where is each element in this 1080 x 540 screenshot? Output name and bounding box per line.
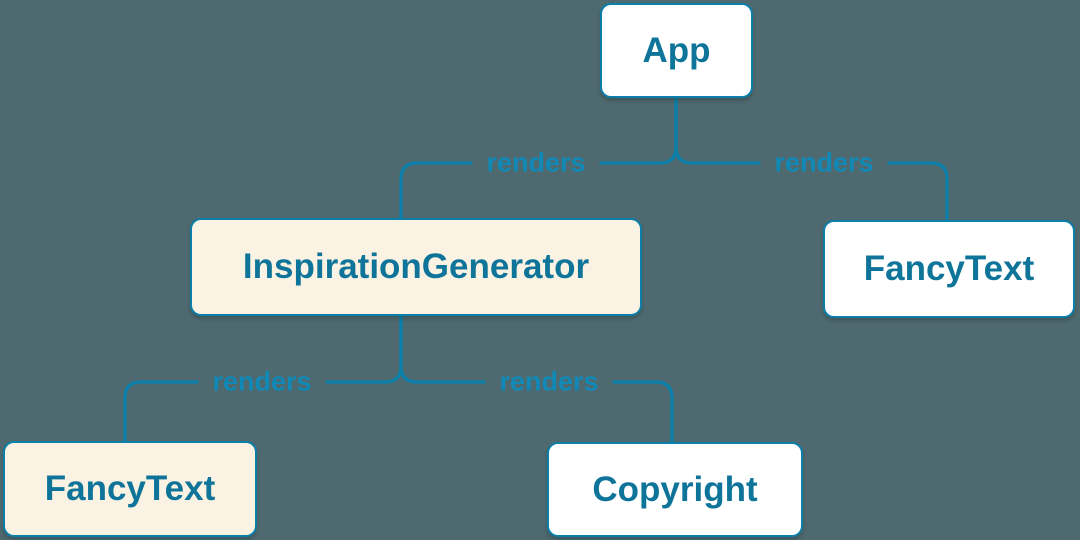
edge-label-renders-app-fancytext: renders: [760, 146, 888, 180]
node-inspiration-generator-label: InspirationGenerator: [242, 247, 590, 286]
node-fancy-text-top-label: FancyText: [863, 249, 1035, 288]
node-app: App: [600, 3, 753, 98]
node-copyright: Copyright: [547, 442, 803, 537]
node-fancy-text-bottom-label: FancyText: [44, 469, 216, 508]
node-copyright-label: Copyright: [592, 469, 758, 509]
node-inspiration-generator: InspirationGenerator: [190, 218, 642, 316]
node-fancy-text-top: FancyText: [823, 220, 1075, 318]
node-app-label: App: [642, 30, 711, 70]
node-fancy-text-bottom: FancyText: [3, 441, 257, 537]
edge-label-renders-inspirationgenerator-fancytext: renders: [198, 365, 326, 399]
edge-label-renders-inspirationgenerator-copyright: renders: [485, 365, 613, 399]
edge-label-renders-app-inspirationgenerator: renders: [472, 146, 600, 180]
